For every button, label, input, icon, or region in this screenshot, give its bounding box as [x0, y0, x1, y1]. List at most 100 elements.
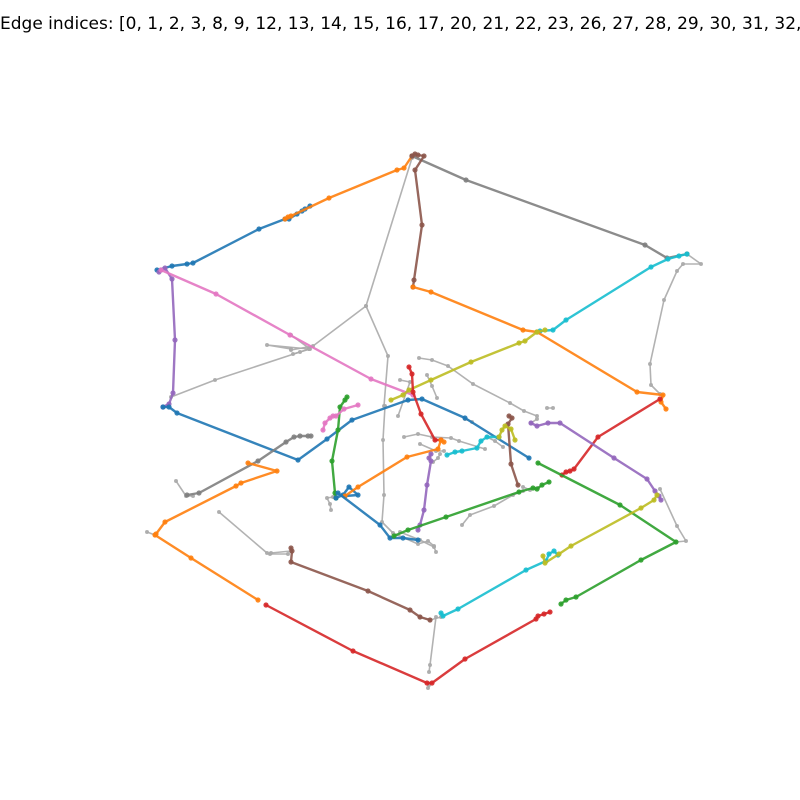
- gray-edge-point: [684, 539, 688, 543]
- series-edge-point: [428, 289, 434, 295]
- series-edge-point: [333, 413, 339, 419]
- gray-edge-point: [430, 384, 434, 388]
- series-edge-point: [432, 437, 438, 443]
- series-edge-point: [245, 460, 251, 466]
- series-edge-point: [404, 454, 410, 460]
- series-edge-point: [387, 535, 393, 541]
- series-edge-point: [428, 451, 434, 457]
- series-edge-point: [377, 522, 383, 528]
- gray-edge-point: [265, 343, 269, 347]
- gray-edge-point: [432, 545, 436, 549]
- series-edge-point: [341, 406, 347, 412]
- series-edge-point: [424, 680, 430, 686]
- gray-edge-point: [492, 504, 496, 508]
- series-edge-point: [283, 439, 289, 445]
- series-edge-point: [468, 359, 474, 365]
- series-edge-line: [157, 266, 177, 409]
- series-edge-point: [526, 455, 532, 461]
- series-edge-line: [535, 252, 689, 334]
- gray-edge-point: [457, 439, 461, 443]
- series-edge-point: [452, 449, 458, 455]
- series-edge-point: [411, 277, 417, 283]
- series-edge-point: [365, 588, 371, 594]
- gray-edge-point: [430, 358, 434, 362]
- series-edge-point: [435, 446, 441, 452]
- series-edge-point: [440, 613, 446, 619]
- gray-edge-point: [398, 378, 402, 382]
- gray-edge-point: [675, 269, 679, 273]
- series-edge-point: [406, 364, 412, 370]
- gray-edge-point: [145, 530, 149, 534]
- gray-edge-point: [522, 409, 526, 413]
- gray-edge-point: [521, 485, 525, 489]
- gray-edge-point: [434, 550, 438, 554]
- series-edge-point: [320, 427, 326, 433]
- series-edge-point: [400, 535, 406, 541]
- series-edge-point: [444, 452, 450, 458]
- gray-edge-point: [442, 449, 446, 453]
- series-edge-point: [166, 404, 172, 410]
- series-edge-point: [427, 617, 433, 623]
- series-edge-point: [184, 261, 190, 267]
- gray-edge-point: [286, 552, 290, 556]
- series-edge-point: [333, 495, 339, 501]
- gray-edge-point: [471, 382, 475, 386]
- gray-edge-point: [436, 456, 440, 460]
- series-edge-point: [326, 195, 332, 201]
- series-edge-point: [429, 680, 435, 686]
- series-edge-point: [515, 482, 521, 488]
- series-edge-point: [170, 390, 176, 396]
- series-edge-line: [159, 268, 415, 397]
- gray-edge-point: [289, 347, 293, 351]
- gray-edge-point: [381, 438, 385, 442]
- series-edge-point: [551, 548, 557, 554]
- series-edge-line: [185, 434, 313, 497]
- series-edge-line: [283, 154, 414, 221]
- series-edge-point: [520, 327, 526, 333]
- series-edge-point: [418, 411, 424, 417]
- series-edge-point: [441, 439, 447, 445]
- gray-edge-point: [435, 396, 439, 400]
- series-edge-point: [443, 514, 449, 520]
- series-edge-point: [169, 263, 175, 269]
- series-edge-point: [652, 488, 658, 494]
- gray-edge-line: [270, 550, 292, 554]
- series-edge-point: [428, 377, 434, 383]
- series-edge-point: [350, 648, 356, 654]
- gray-edge-point: [508, 401, 512, 405]
- series-edge-point: [368, 376, 374, 382]
- gray-edge-line: [418, 357, 538, 417]
- series-edge-point: [508, 426, 514, 432]
- gray-edge-point: [425, 373, 429, 377]
- gray-edge-point: [427, 670, 431, 674]
- gray-edge-point: [174, 479, 178, 483]
- series-edge-line: [264, 603, 552, 685]
- series-edge-point: [550, 327, 556, 333]
- gray-edge-line: [365, 305, 389, 407]
- gray-edge-point: [460, 523, 464, 527]
- series-edge-point: [415, 537, 421, 543]
- series-edge-point: [540, 553, 546, 559]
- series-edge-point: [407, 607, 413, 613]
- series-edge-point: [545, 420, 551, 426]
- gray-edge-line: [218, 511, 289, 555]
- gray-edge-point: [402, 435, 406, 439]
- gray-edge-point: [551, 406, 555, 410]
- series-edge-point: [405, 397, 411, 403]
- series-edge-point: [256, 226, 262, 232]
- colored-edges-layer: [152, 151, 690, 686]
- series-edge-point: [462, 656, 468, 662]
- series-edge-point: [415, 152, 421, 158]
- series-edge-point: [478, 438, 484, 444]
- series-edge-point: [673, 539, 679, 545]
- series-edge-point: [419, 222, 425, 228]
- series-edge-point: [512, 437, 518, 443]
- series-edge-point: [563, 469, 569, 475]
- gray-edge-point: [675, 524, 679, 528]
- series-edge-line: [336, 491, 420, 542]
- series-edge-point: [255, 597, 261, 603]
- series-edge-point: [335, 490, 341, 496]
- series-edge-point: [522, 338, 528, 344]
- series-edge-point: [337, 404, 343, 410]
